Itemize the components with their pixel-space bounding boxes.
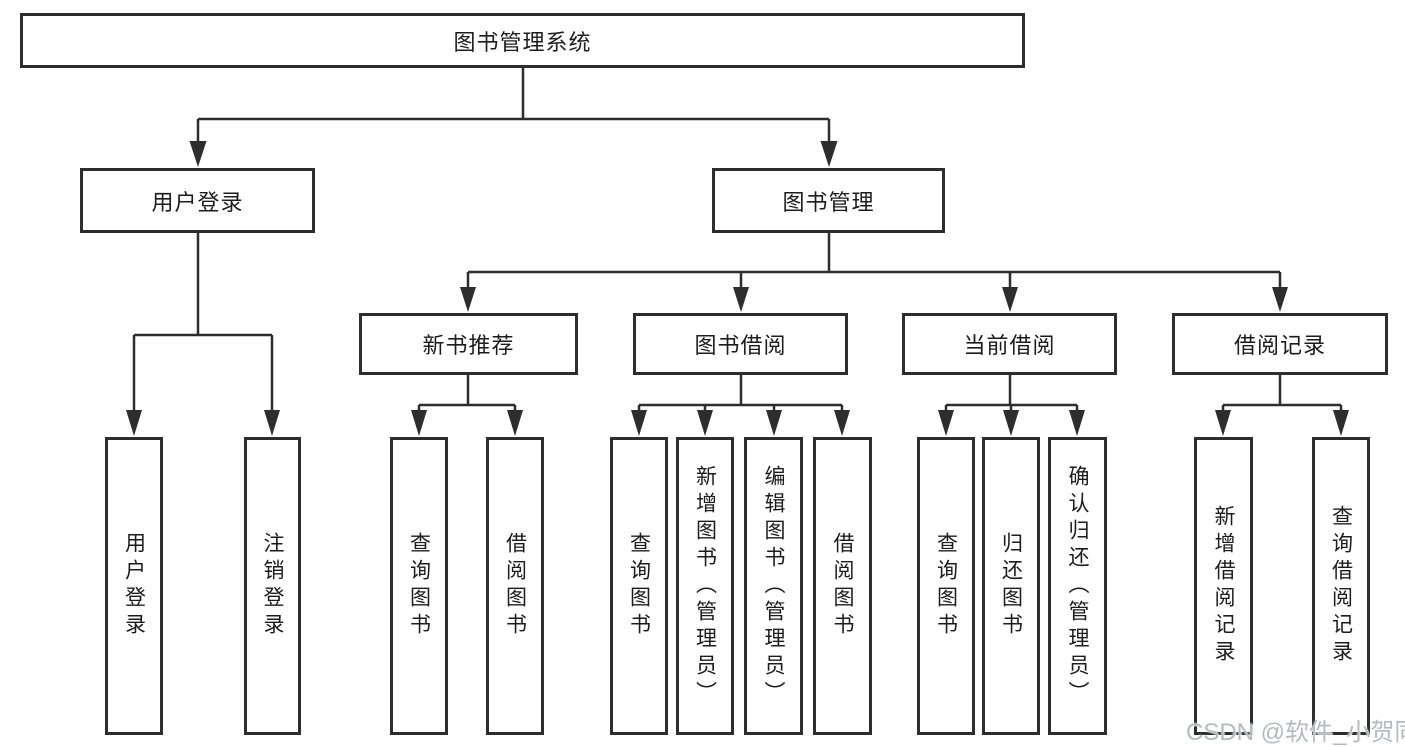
csdn-watermark: CSDN @软件_小贺同学: [1186, 719, 1405, 746]
leaf-logout: 注销登录: [244, 437, 301, 735]
leaf-user-login: 用户登录: [105, 437, 163, 735]
node-user-login: 用户登录: [80, 168, 315, 233]
node-current-borrow: 当前借阅: [902, 313, 1117, 375]
leaf-add-borrow-record: 新增借阅记录: [1194, 437, 1253, 735]
arrowhead-icons: [126, 141, 1349, 436]
leaf-edit-books-admin: 编辑图书（管理员）: [744, 437, 803, 735]
leaf-add-books-admin: 新增图书（管理员）: [676, 437, 734, 735]
node-borrow-records: 借阅记录: [1172, 313, 1388, 375]
leaf-query-borrow-record: 查询借阅记录: [1312, 437, 1370, 735]
leaf-current-query-books: 查询图书: [917, 437, 975, 735]
leaf-return-books: 归还图书: [982, 437, 1040, 735]
node-book-borrow: 图书借阅: [633, 313, 848, 375]
node-root-system: 图书管理系统: [20, 13, 1025, 68]
leaf-recommend-query-books: 查询图书: [390, 437, 448, 735]
leaf-recommend-borrow-books: 借阅图书: [486, 437, 544, 735]
node-book-management: 图书管理: [712, 168, 945, 233]
leaf-borrow-books: 借阅图书: [813, 437, 872, 735]
leaf-confirm-return-admin: 确认归还（管理员）: [1048, 437, 1107, 735]
node-new-book-recommend: 新书推荐: [359, 313, 578, 375]
leaf-borrow-query-books: 查询图书: [610, 437, 668, 735]
